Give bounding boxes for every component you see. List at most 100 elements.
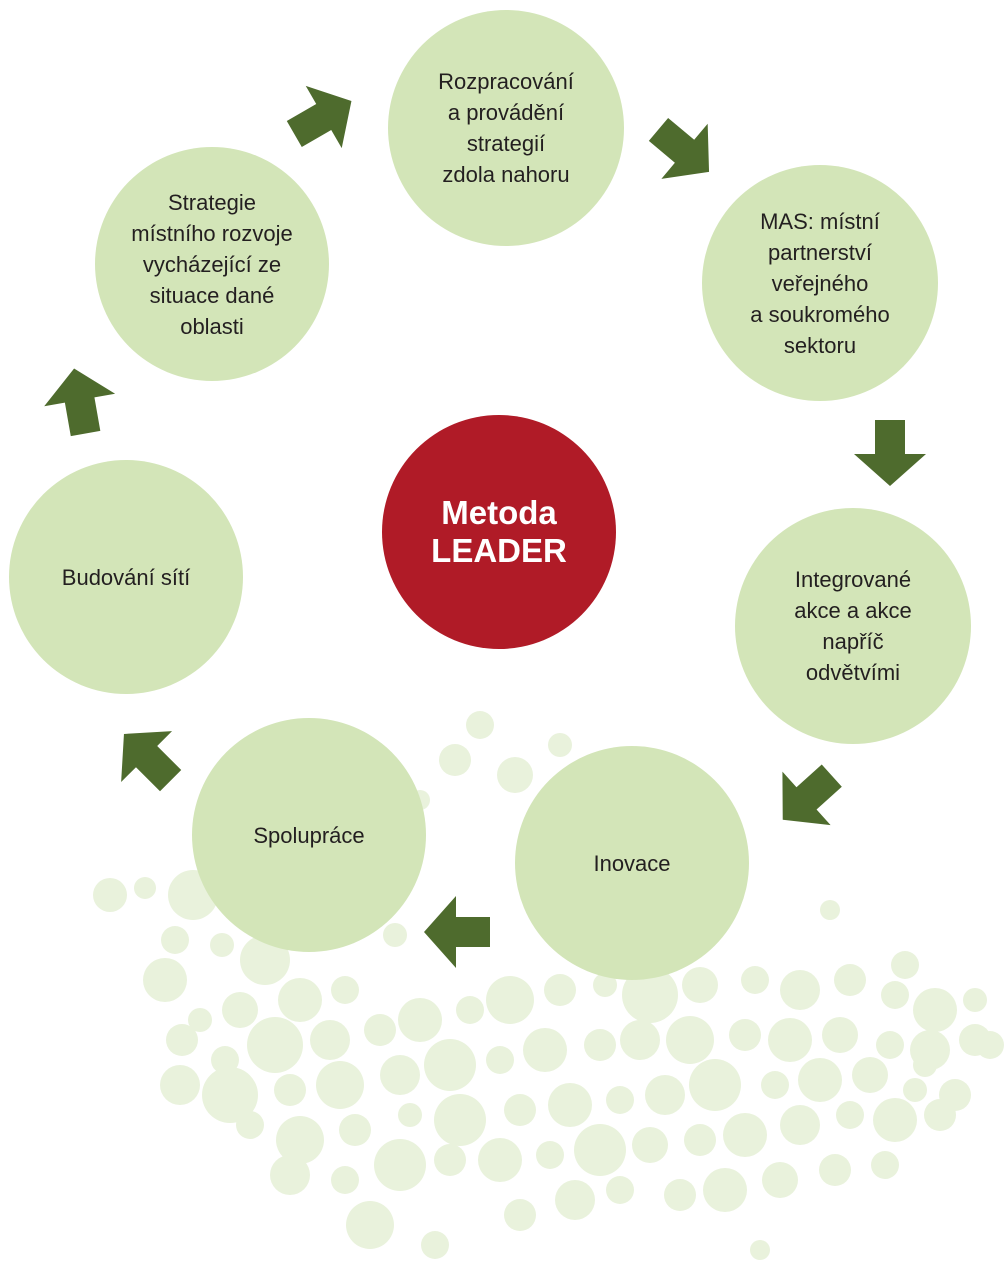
decorative-dot [134, 877, 156, 899]
decorative-dot [555, 1180, 595, 1220]
decorative-dot [346, 1201, 394, 1249]
decorative-dot [873, 1098, 917, 1142]
decorative-dot [247, 1017, 303, 1073]
cycle-arrow [648, 117, 710, 179]
decorative-dot [486, 1046, 514, 1074]
decorative-dot [924, 1099, 956, 1131]
decorative-dot [339, 1114, 371, 1146]
node-label: Strategie místního rozvoje vycházející z… [131, 189, 293, 339]
node-label: MAS: místní partnerství veřejného a souk… [750, 208, 890, 358]
decorative-dot [536, 1141, 564, 1169]
decorative-dot [761, 1071, 789, 1099]
decorative-dot [876, 1031, 904, 1059]
decorative-dot [374, 1139, 426, 1191]
decorative-dot [881, 981, 909, 1009]
decorative-dot [222, 992, 258, 1028]
decorative-dot [834, 964, 866, 996]
decorative-dot [276, 1116, 324, 1164]
decorative-dot [963, 988, 987, 1012]
decorative-dot [398, 998, 442, 1042]
decorative-dot [750, 1240, 770, 1260]
decorative-dot [331, 1166, 359, 1194]
decorative-dot [762, 1162, 798, 1198]
decorative-dot [780, 1105, 820, 1145]
decorative-dot [871, 1151, 899, 1179]
decorative-dot [891, 951, 919, 979]
decorative-dot [236, 1111, 264, 1139]
cycle-arrow [44, 368, 116, 437]
decorative-dot [202, 1067, 258, 1123]
node-integrated-actions: Integrované akce a akce napříč odvětvími [735, 508, 971, 744]
decorative-dot [434, 1144, 466, 1176]
decorative-dot [852, 1057, 888, 1093]
decorative-dot [703, 1168, 747, 1212]
decorative-dot [188, 1008, 212, 1032]
decorative-dot [486, 976, 534, 1024]
decorative-dot [741, 966, 769, 994]
decorative-dot [768, 1018, 812, 1062]
cycle-arrow [854, 420, 926, 486]
decorative-dot [819, 1154, 851, 1186]
decorative-dot [548, 1083, 592, 1127]
decorative-dot [574, 1124, 626, 1176]
decorative-dot [383, 923, 407, 947]
node-label: Budování sítí [61, 564, 191, 590]
decorative-dot [903, 1078, 927, 1102]
decorative-dot [664, 1179, 696, 1211]
decorative-dot [689, 1059, 741, 1111]
decorative-dot [584, 1029, 616, 1061]
decorative-dot [632, 1127, 668, 1163]
cycle-arrow [286, 85, 352, 149]
decorative-dot [456, 996, 484, 1024]
decorative-dot [684, 1124, 716, 1156]
decorative-dot [606, 1086, 634, 1114]
decorative-dot [211, 1046, 239, 1074]
decorative-dot [274, 1074, 306, 1106]
decorative-dot [421, 1231, 449, 1259]
decorative-dot [160, 1065, 200, 1105]
decorative-dot [504, 1199, 536, 1231]
cycle-arrow [121, 731, 182, 792]
cycle-arrow [424, 896, 490, 968]
decorative-dot [497, 757, 533, 793]
decorative-dot [143, 958, 187, 1002]
node-cooperation: Spolupráce [192, 718, 426, 952]
decorative-dot [682, 967, 718, 1003]
decorative-dot [548, 733, 572, 757]
decorative-dot [622, 967, 678, 1023]
decorative-dot [504, 1094, 536, 1126]
decorative-dot [478, 1138, 522, 1182]
decorative-dot [666, 1016, 714, 1064]
decorative-dot [780, 970, 820, 1010]
node-label: Inovace [593, 850, 671, 876]
node-local-action-group: MAS: místní partnerství veřejného a souk… [702, 165, 938, 401]
cycle-arrow [782, 764, 842, 826]
decorative-dot [310, 1020, 350, 1060]
decorative-dot [606, 1176, 634, 1204]
decorative-dot [729, 1019, 761, 1051]
decorative-dot [723, 1113, 767, 1157]
decorative-dot [645, 1075, 685, 1115]
node-label: Integrované akce a akce napříč odvětvími [794, 567, 912, 685]
decorative-dot [166, 1024, 198, 1056]
decorative-dot [331, 976, 359, 1004]
decorative-dot [434, 1094, 486, 1146]
node-area-based-strategy: Strategie místního rozvoje vycházející z… [95, 147, 329, 381]
node-networking: Budování sítí [9, 460, 243, 694]
decorative-dot [523, 1028, 567, 1072]
node-label: Spolupráce [253, 822, 365, 848]
decorative-dot [913, 1053, 937, 1077]
decorative-dot [798, 1058, 842, 1102]
decorative-dot [836, 1101, 864, 1129]
decorative-dot [976, 1031, 1004, 1059]
decorative-dot [424, 1039, 476, 1091]
decorative-dot [161, 926, 189, 954]
decorative-dot [913, 988, 957, 1032]
decorative-dot [820, 900, 840, 920]
decorative-dot [398, 1103, 422, 1127]
decorative-dot [270, 1155, 310, 1195]
decorative-dot [316, 1061, 364, 1109]
